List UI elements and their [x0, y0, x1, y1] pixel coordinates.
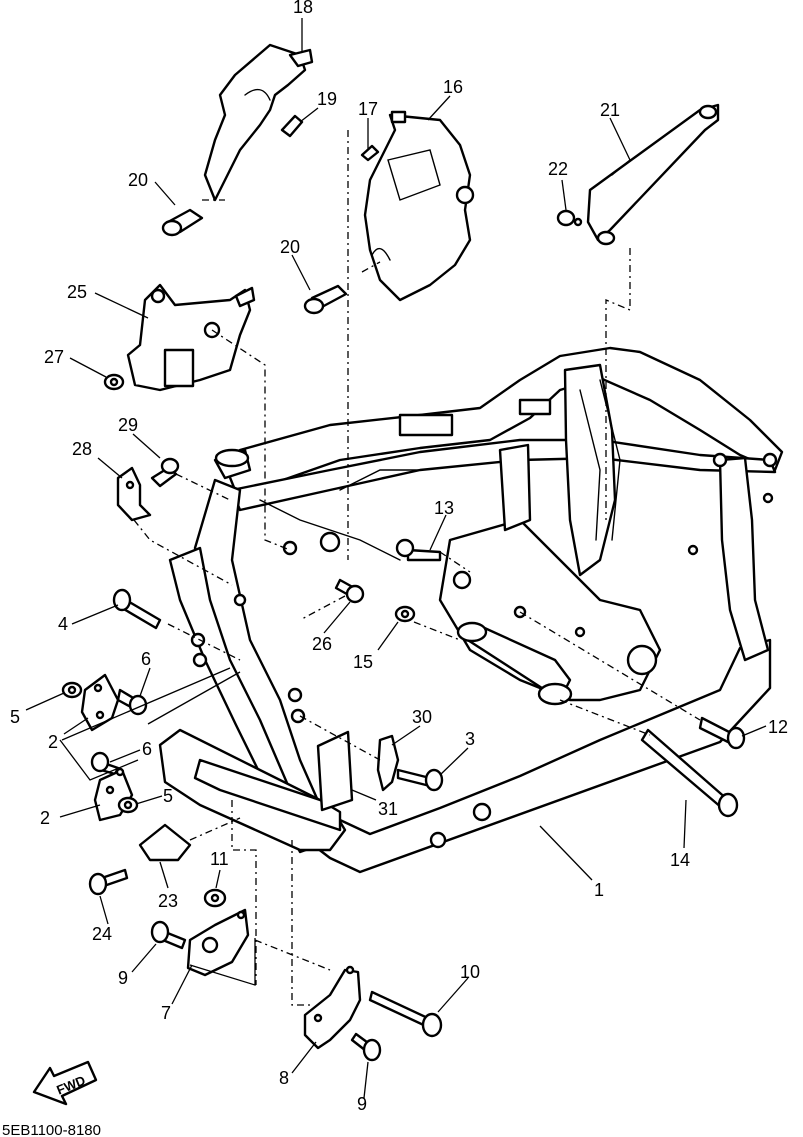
callout-27: 27: [44, 347, 64, 367]
upper-bracket-18: [203, 43, 314, 202]
callout-11: 11: [210, 849, 229, 869]
clip-19: [280, 114, 304, 138]
bracket-28: [116, 466, 152, 522]
callout-3: 3: [465, 729, 475, 749]
callout-28: 28: [72, 439, 92, 459]
fwd-arrow: FWD: [32, 1060, 98, 1106]
callout-numbers: 18 19 17 16 20 21 22 20 25 27 29 28 13 4…: [10, 0, 788, 1114]
callout-24: 24: [92, 924, 112, 944]
callout-7: 7: [161, 1003, 171, 1023]
callout-13: 13: [434, 498, 454, 518]
callout-18: 18: [293, 0, 313, 17]
callout-17: 17: [358, 99, 378, 119]
callout-8: 8: [279, 1068, 289, 1088]
leader-lines: [25, 18, 767, 1099]
fasteners: [61, 208, 746, 1062]
callout-9-lower: 9: [357, 1094, 367, 1114]
callout-16: 16: [443, 77, 463, 97]
callout-5-upper: 5: [10, 707, 20, 727]
callout-31: 31: [378, 799, 398, 819]
bracket-25: [126, 283, 256, 392]
callout-30: 30: [412, 707, 432, 727]
callout-12: 12: [768, 717, 788, 737]
side-cover-16: [363, 110, 475, 302]
callout-6-upper: 6: [141, 649, 151, 669]
callout-9-upper: 9: [118, 968, 128, 988]
callout-21: 21: [600, 100, 620, 120]
callout-23: 23: [158, 891, 178, 911]
callout-6-lower: 6: [142, 739, 152, 759]
callout-25: 25: [67, 282, 87, 302]
callout-10: 10: [460, 962, 480, 982]
callout-20-upper: 20: [128, 170, 148, 190]
callout-29: 29: [118, 415, 138, 435]
drawing-code: 5EB1100-8180: [2, 1122, 101, 1137]
callout-19: 19: [317, 89, 337, 109]
callout-20-middle: 20: [280, 237, 300, 257]
callout-15: 15: [353, 652, 373, 672]
callout-4: 4: [58, 614, 68, 634]
callout-2-lower: 2: [40, 808, 50, 828]
callout-1: 1: [594, 880, 604, 900]
callout-22: 22: [548, 159, 568, 179]
clip-17: [360, 144, 380, 162]
stay-21: [586, 103, 720, 246]
callout-5-lower: 5: [163, 786, 173, 806]
callout-14: 14: [670, 850, 690, 870]
main-frame: [158, 346, 784, 874]
callout-2-upper: 2: [48, 732, 58, 752]
callout-26: 26: [312, 634, 332, 654]
reference-lines: [59, 130, 701, 1006]
